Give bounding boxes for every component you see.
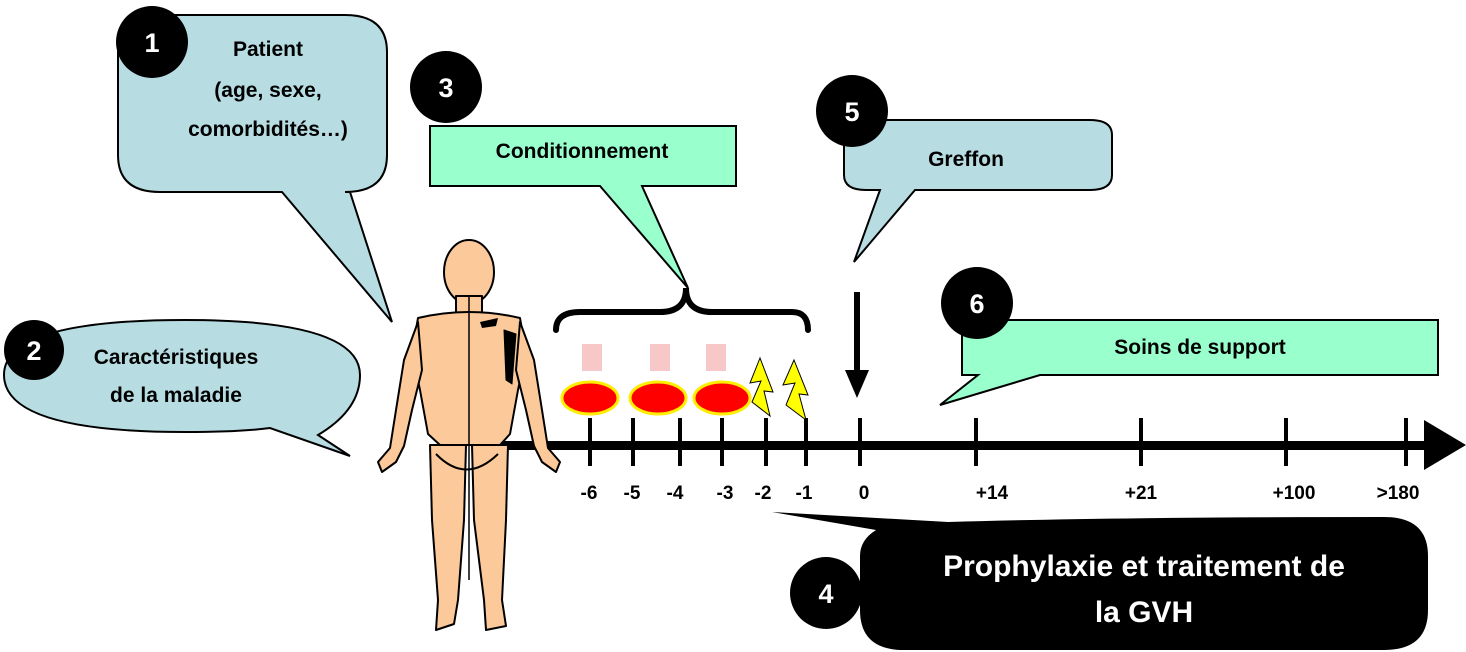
number-badge-4: 4 (790, 557, 862, 629)
timeline-tick (1139, 418, 1143, 466)
timeline-tick (764, 418, 768, 466)
support-callout: Soins de support (940, 320, 1438, 405)
patient-title: Patient (233, 38, 303, 61)
badge-2-number: 2 (26, 336, 41, 366)
timeline-tick-label: -4 (667, 483, 684, 504)
conditioning-treatments (562, 344, 808, 420)
number-badge-6: 6 (941, 267, 1013, 339)
disease-line-1: Caractéristiques (94, 346, 259, 369)
pink-square (582, 344, 602, 371)
badge-6-number: 6 (969, 289, 984, 319)
number-badge-1: 1 (116, 6, 188, 78)
down-arrow-head (845, 370, 869, 398)
timeline-axis (500, 441, 1430, 450)
conditioning-brace (556, 288, 808, 330)
timeline-tick (1404, 418, 1408, 466)
timeline-tick-label: -5 (624, 483, 641, 504)
down-arrow-icon (854, 292, 860, 372)
gvh-callout: Prophylaxie et traitement de la GVH (772, 512, 1428, 650)
timeline-tick-label: +21 (1125, 483, 1158, 504)
badge-5-number: 5 (844, 97, 859, 127)
timeline-tick (1284, 418, 1288, 466)
lightning-icon (750, 358, 773, 416)
number-badge-5: 5 (816, 75, 888, 147)
timeline-tick-label: -6 (581, 483, 598, 504)
timeline-arrowhead (1424, 420, 1466, 470)
timeline-tick (631, 418, 635, 466)
timeline-tick-label: -3 (717, 483, 734, 504)
human-body-figure (378, 240, 560, 630)
disease-line-2: de la maladie (110, 384, 242, 407)
lightning-icon (783, 360, 808, 420)
badge-1-number: 1 (144, 28, 159, 58)
graft-label: Greffon (928, 148, 1004, 171)
timeline-tick (804, 418, 808, 466)
support-label: Soins de support (1114, 336, 1286, 359)
number-badge-2: 2 (4, 320, 64, 380)
timeline-tick-label: >180 (1377, 483, 1420, 504)
red-pill (694, 382, 750, 414)
pink-square (650, 344, 670, 371)
timeline-tick-label: +14 (976, 483, 1009, 504)
timeline: -6 -5 -4 -3 -2 -1 0 +14 +21 +100 >180 (500, 418, 1466, 504)
number-badge-3: 3 (410, 51, 482, 123)
gvh-line-2: la GVH (1095, 596, 1193, 629)
conditioning-callout: Conditionnement (430, 126, 808, 330)
patient-detail-2: comorbidités…) (188, 118, 348, 141)
patient-detail-1: (age, sexe, (214, 79, 321, 102)
conditioning-label: Conditionnement (496, 140, 669, 163)
timeline-tick-label: +100 (1273, 483, 1316, 504)
timeline-tick (720, 418, 724, 466)
tick-labels: -6 -5 -4 -3 -2 -1 0 +14 +21 +100 >180 (581, 483, 1420, 504)
badge-3-number: 3 (438, 73, 453, 103)
timeline-tick-label: 0 (859, 483, 870, 504)
timeline-tick (858, 418, 862, 466)
red-pill (630, 382, 686, 414)
timeline-tick (974, 418, 978, 466)
timeline-tick-label: -2 (755, 483, 772, 504)
gvh-line-1: Prophylaxie et traitement de (943, 550, 1345, 583)
timeline-tick (588, 418, 592, 466)
timeline-tick-label: -1 (796, 483, 813, 504)
badge-4-number: 4 (818, 579, 833, 609)
red-pill (562, 382, 618, 414)
timeline-tick (678, 418, 682, 466)
pink-square (706, 344, 726, 371)
